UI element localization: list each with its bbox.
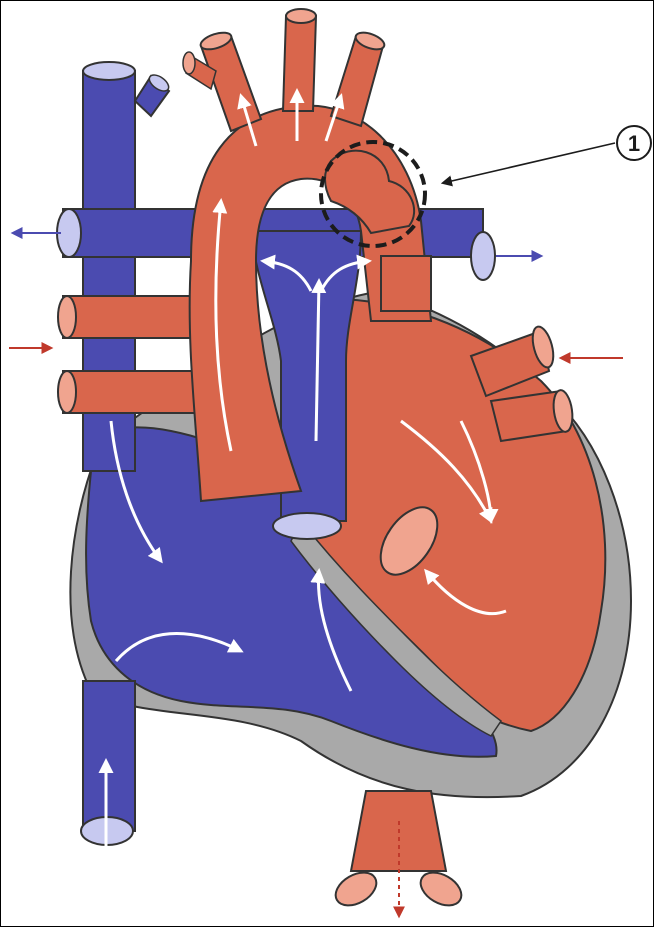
- inferior-vena-cava: [83, 681, 135, 831]
- pv-upper-left-opening: [58, 296, 76, 338]
- brachiocephalic-side-opening: [183, 52, 195, 74]
- pulmonary-valve: [273, 513, 341, 539]
- right-pa-opening: [471, 232, 495, 280]
- left-common-carotid: [283, 16, 316, 111]
- left-common-carotid-opening: [286, 9, 316, 23]
- marker-leader-line: [443, 143, 615, 183]
- svc-opening: [83, 62, 135, 80]
- descending-aorta: [381, 256, 431, 311]
- iliac-right-opening: [415, 866, 467, 912]
- pv-lower-left-opening: [58, 371, 76, 413]
- iliac-left-opening: [330, 866, 382, 912]
- marker-number: 1: [628, 131, 640, 156]
- pulmonary-vein-lower-left: [63, 371, 213, 413]
